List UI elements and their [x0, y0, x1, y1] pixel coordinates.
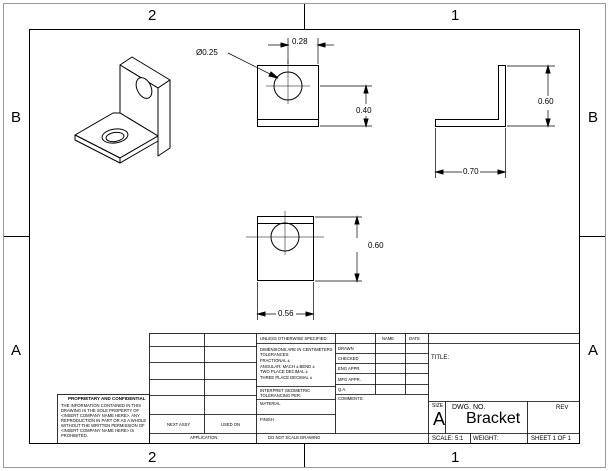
tb-size-label: SIZE	[432, 403, 444, 409]
tb-proprietary-line-4: REPRODUCTION IN PART OR AS A WHOLE	[61, 418, 147, 423]
tb-comments: COMMENTS:	[338, 396, 364, 401]
tb-do-not-scale: DO NOT SCALE DRAWING	[268, 435, 321, 440]
tb-interpret-2: TOLERANCING PER:	[260, 393, 302, 398]
tb-rev-label: REV	[556, 405, 569, 411]
zone-label-top-2: 2	[148, 7, 157, 24]
tb-col-name: NAME	[382, 336, 395, 341]
isometric-view	[74, 56, 171, 164]
tb-proprietary-line-7: PROHIBITED.	[61, 433, 88, 438]
tb-finish: FINISH	[260, 417, 274, 422]
title-block	[149, 333, 580, 444]
tb-application: APPLICATION	[190, 435, 218, 440]
tb-title-label: TITLE:	[431, 355, 450, 361]
dim-top-height: 0.60	[368, 241, 384, 250]
tb-proprietary-line-3: <INSERT COMPANY NAME HERE>. ANY	[61, 413, 140, 418]
tb-used-on: USED ON	[221, 422, 241, 427]
zone-label-bottom-1: 1	[451, 449, 460, 466]
zone-label-left-b: B	[11, 109, 22, 126]
dim-hole-diameter: Ø0.25	[196, 48, 218, 57]
tb-sheet: SHEET 1 OF 1	[531, 436, 571, 442]
tb-proprietary-title: PROPRIETARY AND CONFIDENTIAL	[68, 396, 146, 401]
tb-unless-specified: UNLESS OTHERWISE SPECIFIED:	[260, 336, 328, 341]
dim-side-height: 0.60	[538, 97, 554, 106]
tb-dwg-no-value: Bracket	[466, 410, 521, 427]
dim-hole-offset: 0.28	[292, 37, 308, 46]
proprietary-box	[57, 394, 150, 444]
tb-proprietary-line-2: DRAWING IS THE SOLE PROPERTY OF	[61, 408, 140, 413]
tb-interpret-1: INTERPRET GEOMETRIC	[260, 388, 311, 393]
inner-frame	[29, 29, 580, 444]
tb-checked: CHECKED	[338, 356, 359, 361]
tb-next-assy: NEXT ASSY	[167, 422, 191, 427]
tb-drawn: DRAWN	[338, 346, 354, 351]
tb-weight: WEIGHT:	[473, 436, 498, 442]
outer-border	[3, 3, 606, 468]
dim-top-width: 0.56	[278, 309, 294, 318]
tb-material: MATERIAL	[260, 401, 281, 406]
tb-eng-appr: ENG APPR.	[338, 366, 361, 371]
tb-col-date: DATE	[409, 336, 420, 341]
tb-scale: SCALE: 5:1	[432, 436, 464, 442]
tb-dimensions-units: DIMENSIONS ARE IN CENTIMETERS	[260, 347, 333, 352]
tb-two-place: TWO PLACE DECIMAL ±	[260, 369, 308, 374]
tb-three-place: THREE PLACE DECIMAL ±	[260, 375, 313, 380]
zone-label-left-a: A	[11, 342, 22, 359]
dim-front-height: 0.40	[356, 106, 372, 115]
tb-proprietary-line-5: WITHOUT THE WRITTEN PERMISSION OF	[61, 423, 145, 428]
tb-mfg-appr: MFG APPR.	[338, 377, 361, 382]
top-view	[246, 211, 362, 320]
tb-size-value: A	[433, 409, 446, 429]
zone-label-bottom-2: 2	[148, 449, 157, 466]
front-view	[227, 38, 372, 128]
tb-proprietary-line-6: <INSERT COMPANY NAME HERE> IS	[61, 428, 135, 433]
tb-dwg-no-label: DWG. NO.	[452, 404, 486, 411]
zone-label-right-b: B	[588, 109, 599, 126]
tb-fractional: FRACTIONAL ±	[260, 358, 290, 363]
zone-label-top-1: 1	[451, 7, 460, 24]
dim-side-width: 0.70	[463, 167, 479, 176]
tb-tolerances: TOLERANCES:	[260, 352, 290, 357]
side-view	[434, 64, 555, 178]
zone-label-right-a: A	[588, 342, 599, 359]
tb-proprietary-line-1: THE INFORMATION CONTAINED IN THIS	[61, 403, 142, 408]
tb-angular: ANGULAR: MACH ± BEND ±	[260, 364, 315, 369]
tb-qa: Q.A.	[338, 387, 347, 392]
